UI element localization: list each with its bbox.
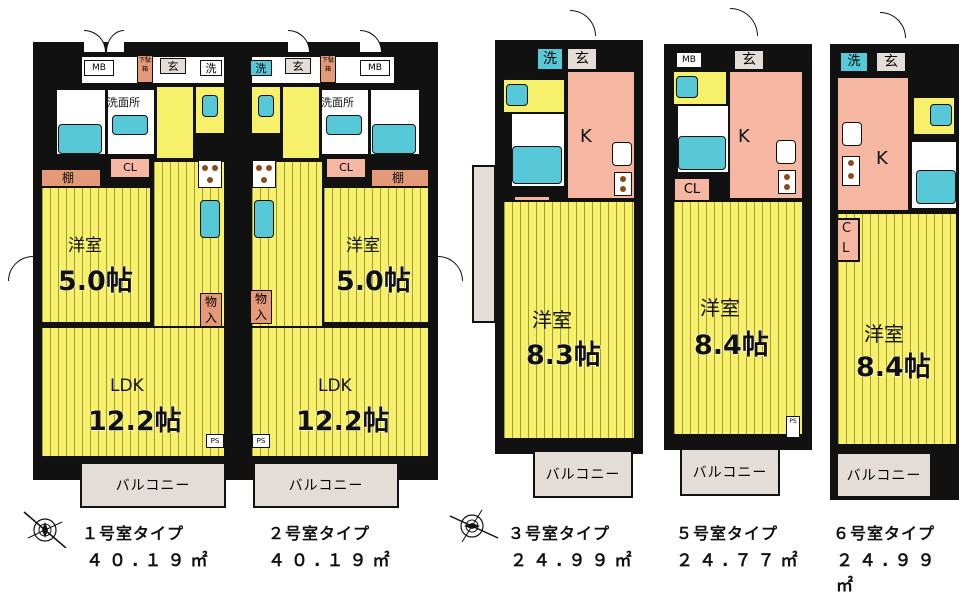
western-room-size: 5.0帖: [58, 266, 134, 297]
laundry-label: 洗: [200, 60, 222, 76]
sink: [776, 140, 796, 164]
western-room: [40, 186, 152, 324]
laundry-label: 洗: [537, 48, 563, 70]
type-name-2: ２号室タイプ: [268, 524, 371, 543]
shoebox-label: 下駄箱: [137, 55, 153, 83]
bathtub: [512, 146, 562, 184]
floor-plan-5: MB 玄 洗 K CL 洋室 8.4帖 PS バルコニー: [664, 8, 812, 496]
bathtub: [372, 124, 416, 154]
closet-l-text: L: [842, 241, 850, 256]
kitchen-label: K: [738, 126, 750, 147]
room-size: 8.3帖: [526, 340, 602, 371]
balcony: バルコニー: [80, 462, 226, 508]
area-6: ２４.９９㎡: [836, 551, 941, 596]
area-5: ２４.７７㎡: [676, 551, 804, 571]
floor-plan-6: 洗 玄 K C L C L 洋室 8.4帖 バルコニー: [830, 12, 959, 500]
type-name-3: ３号室タイプ: [508, 524, 611, 543]
western-room-label: 洋室: [68, 236, 102, 256]
western-room-label: 洋室: [346, 236, 380, 256]
western-room: [672, 200, 804, 436]
mb-label: MB: [360, 60, 390, 76]
sink: [612, 142, 632, 166]
kitchen-label: K: [876, 148, 888, 169]
western-room: [322, 186, 430, 324]
entrance-label: 玄: [285, 58, 311, 74]
laundry-label: 洗: [250, 60, 272, 76]
balcony: バルコニー: [533, 450, 633, 498]
floor-plans-sheet: MB 下駄箱 玄 洗 洗面所 CL 棚 洋室 5.0帖 物入 LDK 12.2帖…: [8, 8, 959, 596]
ldk-size: 12.2帖: [296, 406, 391, 437]
laundry-label: 洗: [840, 52, 868, 72]
side-balcony: [472, 165, 496, 323]
ps-label: PS: [786, 416, 800, 438]
ps-label: PS: [206, 434, 224, 448]
balcony: バルコニー: [680, 448, 780, 496]
stove: [778, 170, 796, 194]
bathtub: [678, 136, 726, 170]
toilet-bowl: [930, 104, 952, 126]
compass-icon: [23, 511, 67, 548]
mb-label: MB: [676, 52, 702, 68]
area-2: ４０.１９㎡: [268, 551, 396, 571]
sink: [254, 200, 274, 238]
bathtub: [916, 170, 956, 204]
mb-label: MB: [84, 60, 114, 76]
toilet-bowl: [506, 84, 528, 106]
kitchen-label: K: [580, 126, 592, 147]
stove: [252, 160, 276, 188]
ps-label: PS: [252, 434, 270, 448]
room-label: 洋室: [532, 308, 572, 332]
stove: [198, 160, 222, 188]
western-room-size: 5.0帖: [336, 266, 412, 297]
area-1: ４０.１９㎡: [86, 551, 214, 571]
area-3: ２４.９９㎡: [510, 551, 638, 571]
closet-label: CL: [110, 158, 150, 178]
bathtub: [58, 124, 102, 154]
entrance-label: 玄: [734, 50, 764, 70]
room-size: 8.4帖: [694, 330, 770, 361]
toilet-bowl: [202, 95, 218, 117]
room-label: 洋室: [700, 296, 740, 320]
closet-label: CL: [674, 178, 710, 202]
washbasin: [112, 115, 148, 135]
washroom-label: 洗面所: [107, 96, 140, 109]
type-name-6: ６号室タイプ: [833, 524, 936, 543]
western-room: [502, 200, 636, 440]
washbasin: [326, 115, 362, 135]
floor-plan-2: 洗 玄 下駄箱 MB 洗面所 CL 棚 物入 洋室 5.0帖 LDK 12.2帖…: [243, 30, 463, 508]
balcony: バルコニー: [253, 462, 399, 508]
ldk: [40, 326, 226, 458]
floor-plan-1: MB 下駄箱 玄 洗 洗面所 CL 棚 洋室 5.0帖 物入 LDK 12.2帖…: [8, 30, 246, 508]
room-label: 洋室: [864, 322, 904, 346]
stove: [614, 172, 632, 196]
ldk-label: LDK: [110, 376, 144, 396]
shelf-label: 棚: [62, 171, 75, 185]
storage-label: 物入: [200, 293, 222, 327]
shelf-label: 棚: [392, 171, 405, 185]
entrance-label: 玄: [876, 52, 906, 72]
floor-plan-3: 洗 玄 K CL 洋室 8.3帖 バルコニー: [472, 10, 643, 498]
type-name-1: １号室タイプ: [82, 524, 185, 543]
storage-label: 物入: [250, 290, 272, 324]
closet-overlay: [836, 218, 860, 262]
entrance-label: 玄: [567, 48, 597, 70]
room-size: 8.4帖: [856, 352, 932, 383]
closet-c-text: C: [842, 221, 852, 236]
closet-label: CL: [326, 158, 366, 178]
toilet-bowl: [258, 95, 274, 117]
entrance-label: 玄: [160, 58, 186, 74]
sink: [200, 200, 220, 238]
stove: [842, 156, 860, 186]
ldk: [250, 326, 430, 458]
shoebox-label: 下駄箱: [320, 55, 336, 83]
washroom-label: 洗面所: [321, 96, 354, 109]
toilet-bowl: [676, 76, 698, 98]
sink: [842, 122, 862, 146]
ldk-label: LDK: [318, 376, 352, 396]
front-door[interactable]: [880, 12, 906, 38]
balcony: バルコニー: [836, 452, 932, 498]
compass-icon: [449, 509, 499, 543]
type-name-5: ５号室タイプ: [676, 524, 779, 543]
ldk-size: 12.2帖: [88, 406, 183, 437]
